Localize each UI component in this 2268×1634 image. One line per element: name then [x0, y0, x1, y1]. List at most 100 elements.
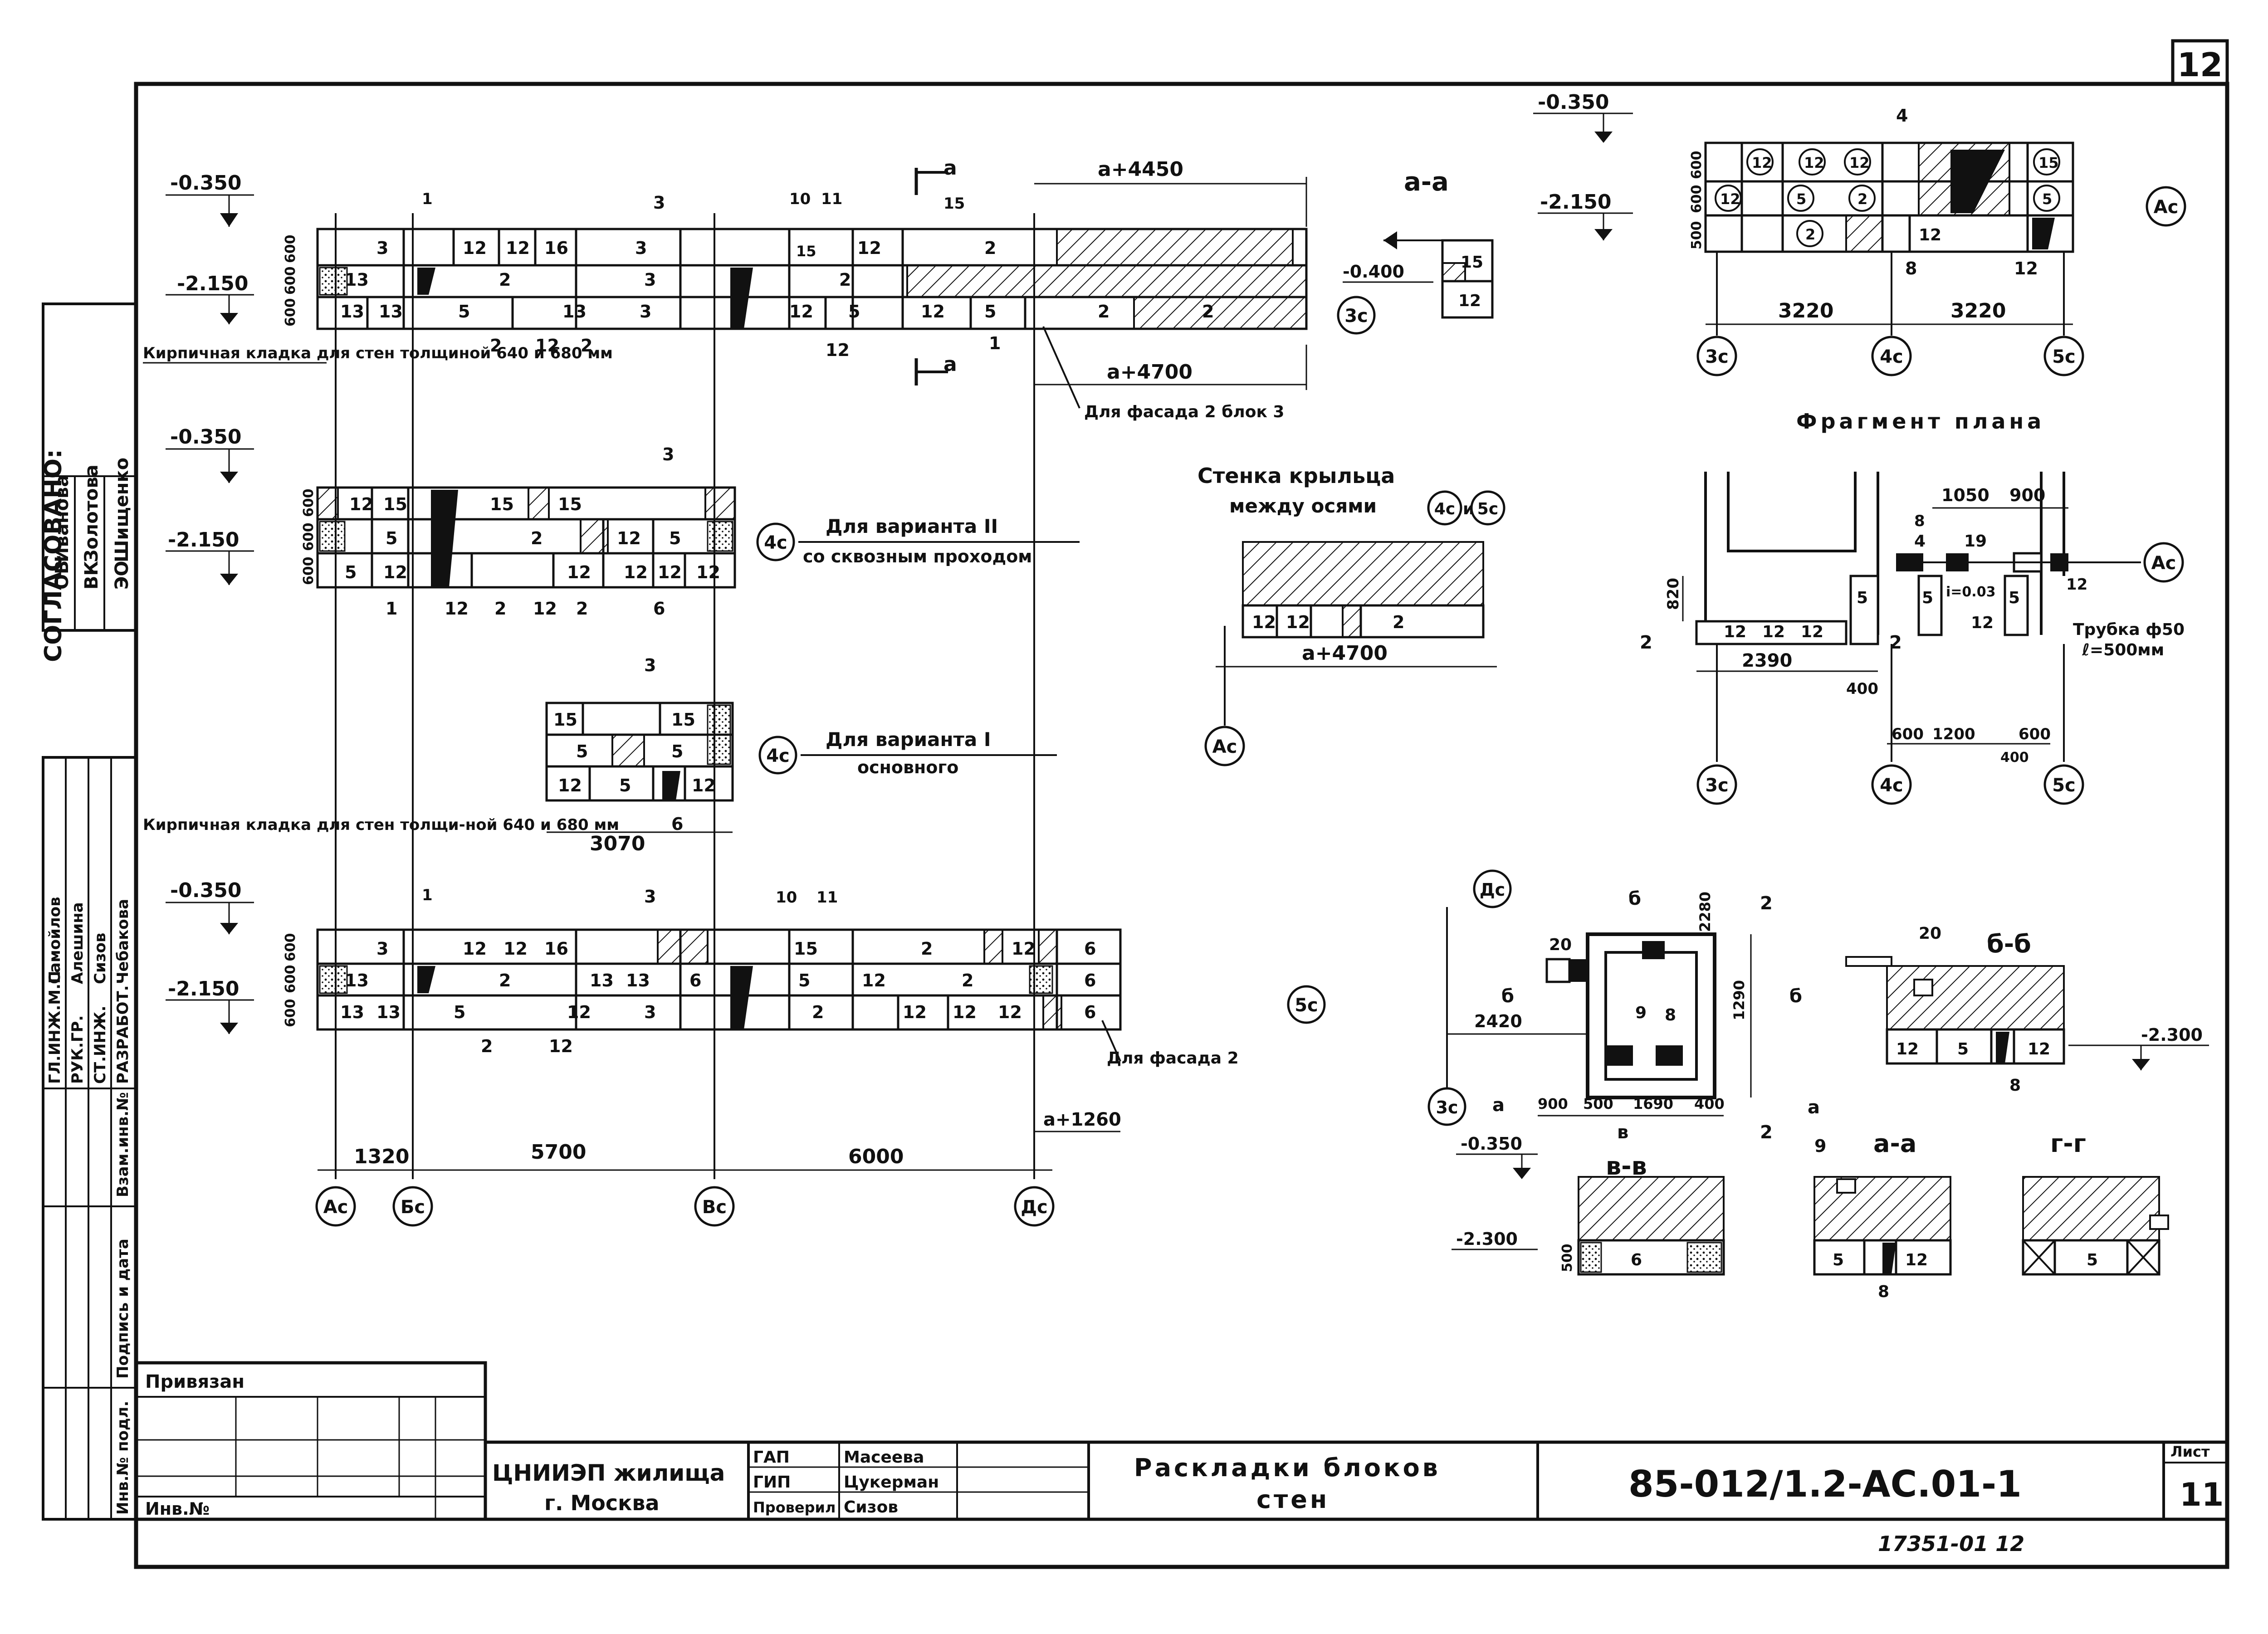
elev-upper-4: -0.350: [170, 879, 241, 902]
svg-text:2: 2: [1760, 1122, 1773, 1143]
course-h-v2-3: 600: [301, 556, 317, 585]
approval-name-2: Золотова: [81, 464, 102, 562]
svg-text:3: 3: [644, 887, 656, 907]
tb-title-1: Раскладки блоков: [1134, 1454, 1441, 1482]
dim-2390: 2390: [1742, 650, 1792, 671]
svg-text:13: 13: [379, 302, 403, 322]
plan-slope-val: 19: [1964, 532, 1987, 551]
svg-text:12: 12: [533, 599, 557, 619]
svg-text:5: 5: [669, 528, 681, 548]
svg-text:13: 13: [340, 1002, 364, 1022]
svg-text:10: 10: [776, 888, 797, 907]
elev-upper-1: -0.350: [170, 171, 241, 195]
elev-bottom-vv: -2.300: [1456, 1229, 1518, 1249]
axis-ac: [315, 1186, 356, 1227]
svg-text:12: 12: [558, 776, 582, 795]
svg-text:2: 2: [494, 599, 506, 619]
course-h-v2-2: 600: [301, 522, 317, 551]
cut-b-left: б: [1501, 986, 1514, 1007]
dim-820: 820: [1664, 578, 1682, 610]
cut-b-right: б: [1789, 986, 1802, 1007]
axis-3c-plan: [1696, 764, 1737, 805]
axis-5c-wall: [1287, 985, 1326, 1024]
svg-text:4: 4: [1914, 532, 1926, 551]
tb-bound: Привязан: [145, 1371, 244, 1392]
sheet-number-box: [2171, 39, 2229, 86]
svg-text:12: 12: [857, 238, 881, 258]
svg-text:12: 12: [1458, 292, 1481, 310]
svg-text:12: 12: [1012, 939, 1036, 959]
sig-name-2: Алешина: [68, 902, 87, 984]
note-facade-2: Для фасада 2: [1107, 1049, 1239, 1068]
note-variant1b: основного: [857, 757, 958, 777]
axis-5c-porch-label: 5c: [1477, 500, 1498, 518]
svg-text:2: 2: [1857, 190, 1867, 208]
svg-text:10: 10: [789, 190, 811, 208]
svg-text:12: 12: [535, 336, 559, 356]
svg-text:15: 15: [1461, 253, 1483, 272]
svg-text:13: 13: [345, 971, 369, 990]
course-h-tr-2: 600: [1689, 185, 1705, 213]
svg-text:3: 3: [635, 238, 647, 258]
svg-text:12: 12: [921, 302, 945, 322]
svg-text:5: 5: [386, 528, 397, 548]
svg-text:11: 11: [821, 190, 842, 208]
svg-text:5: 5: [1922, 589, 1933, 607]
svg-text:2: 2: [499, 270, 511, 290]
wall-layout-top: -0.350 -2.150 3 12 12 16: [143, 156, 1376, 421]
svg-text:2: 2: [531, 528, 543, 548]
sig-role-1: ГЛ.ИНЖ.М.П: [46, 971, 64, 1084]
svg-text:12: 12: [549, 1036, 573, 1056]
approval-dept-2: ВК: [81, 561, 102, 590]
elev-upper-vv: -0.350: [1461, 1134, 1522, 1154]
svg-text:12: 12: [998, 1002, 1022, 1022]
axis-4c-plan-label: 4c: [1880, 775, 1903, 796]
dim-a4450: a+4450: [1098, 158, 1183, 181]
side-field-3: Инв.№ подл.: [114, 1401, 132, 1515]
axis-vc-label: Вc: [702, 1197, 727, 1218]
dim-6000: 6000: [848, 1145, 904, 1168]
svg-text:12: 12: [1286, 612, 1310, 632]
svg-text:5: 5: [848, 302, 860, 322]
svg-text:5: 5: [2009, 589, 2020, 607]
svg-text:13: 13: [626, 971, 650, 990]
svg-text:16: 16: [544, 939, 568, 959]
svg-text:8: 8: [1914, 512, 1925, 530]
axis-4c-tr: [1871, 336, 1912, 376]
elev-lower-2: -2.150: [168, 528, 239, 551]
svg-text:15: 15: [383, 494, 407, 514]
svg-text:5: 5: [1833, 1251, 1844, 1269]
svg-text:12: 12: [826, 340, 850, 360]
svg-text:11: 11: [816, 888, 838, 907]
tb-inv: Инв.№: [145, 1499, 210, 1519]
dim-col-900: 900: [1538, 1095, 1568, 1112]
svg-text:5: 5: [1796, 190, 1806, 208]
side-field-1: Взам.инв.№: [114, 1092, 132, 1197]
svg-text:12: 12: [567, 1002, 591, 1022]
axis-3c-tr-label: 3c: [1705, 346, 1729, 367]
tb-name-3: Сизов: [844, 1498, 898, 1517]
svg-text:5: 5: [798, 971, 810, 990]
course-h-4-1: 600: [283, 933, 298, 961]
svg-text:3: 3: [644, 1002, 656, 1022]
approval-heading: СОГЛАСОВАНО:: [40, 449, 67, 662]
cut-a-left: а: [1492, 1095, 1505, 1116]
svg-text:12: 12: [1849, 154, 1870, 171]
axis-ac-plan-label: Ac: [2151, 553, 2176, 574]
svg-text:12: 12: [1804, 154, 1824, 171]
elev-upper-tr: -0.350: [1538, 91, 1609, 114]
sig-name-4: Чебакова: [114, 899, 132, 984]
tb-role-3: Проверил: [753, 1499, 836, 1516]
svg-text:13: 13: [376, 1002, 401, 1022]
svg-text:2: 2: [812, 1002, 824, 1022]
section-mark-a-top: а: [943, 156, 957, 180]
course-h-2: 600: [283, 266, 298, 295]
dim-1290: 1290: [1730, 980, 1748, 1020]
svg-text:2: 2: [1202, 302, 1214, 322]
svg-text:9: 9: [1635, 1004, 1647, 1022]
svg-text:5: 5: [984, 302, 996, 322]
svg-text:12: 12: [445, 599, 469, 619]
axis-5c-porch: [1470, 490, 1505, 526]
svg-text:20: 20: [1919, 924, 1941, 943]
